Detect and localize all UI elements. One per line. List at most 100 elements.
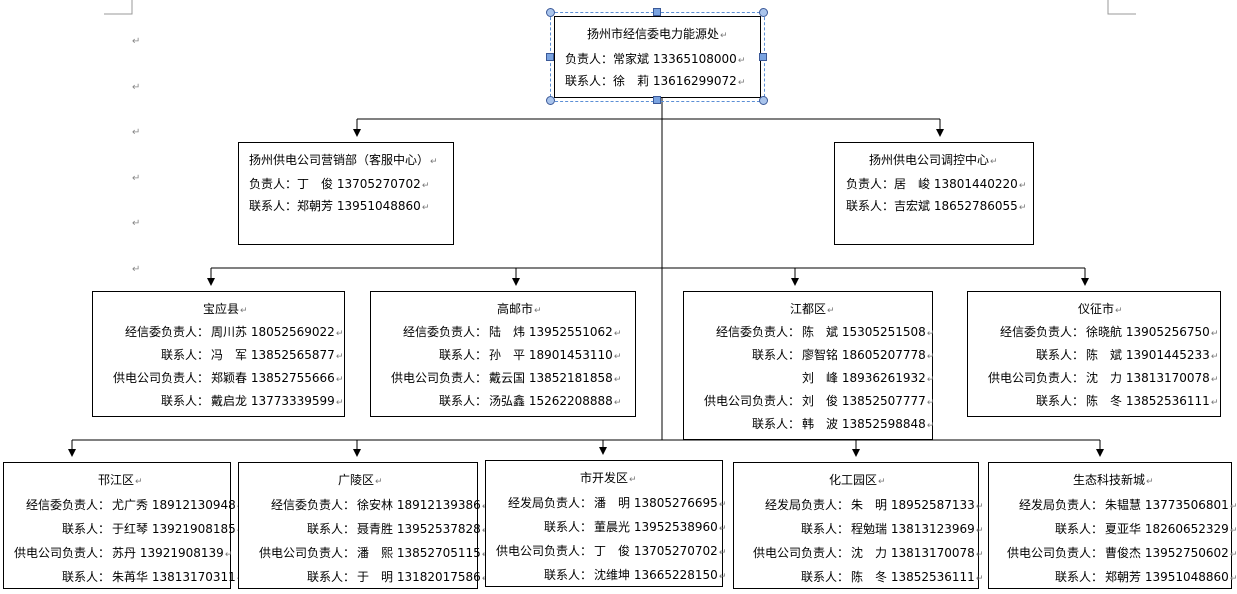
box-line-label: 联系人：	[751, 417, 800, 431]
box-line-label: 联系人：	[751, 348, 800, 362]
box-line-value: 周川苏 18052569022↵	[211, 325, 344, 339]
box-line-label: 联系人：	[61, 522, 110, 536]
box-line-value: 沈 力 13813170078↵	[1086, 371, 1219, 385]
box-line-label: 联系人：	[800, 570, 849, 584]
box-baoying[interactable]: 宝应县↵经信委负责人：周川苏 18052569022↵联系人：冯 军 13852…	[92, 291, 345, 417]
box-huagong[interactable]: 化工园区↵经发局负责人：朱 明 18952587133↵联系人：程勉瑞 1381…	[733, 462, 983, 589]
box-line-label: 供电公司负责人：	[1006, 546, 1103, 560]
box-line-label: 供电公司负责人：	[987, 371, 1084, 385]
resize-handle[interactable]	[759, 8, 768, 17]
box-title: 化工园区↵	[829, 473, 886, 487]
box-line-label: 供电公司负责人：	[13, 546, 110, 560]
box-line-value: 沈 力 13813170078↵	[851, 546, 984, 560]
box-line-label: 经信委负责人：	[999, 325, 1084, 339]
box-line-label: 联系人：	[438, 348, 487, 362]
box-line-value: 汤弘鑫 15262208888↵	[489, 394, 622, 408]
box-line-label: 联系人：	[306, 522, 355, 536]
box-jiangdu[interactable]: 江都区↵经信委负责人：陈 斌 15305251508↵联系人：廖智铭 18605…	[683, 291, 935, 440]
box-line-label: 供电公司负责人：	[495, 544, 592, 558]
resize-handle[interactable]	[653, 96, 661, 104]
resize-handle[interactable]	[759, 53, 767, 61]
page-corner-mark-left	[104, 0, 133, 15]
box-title: 邗江区↵	[98, 473, 143, 487]
box-line-value: 丁 俊 13705270702↵	[594, 544, 727, 558]
paragraph-mark-5: ↵	[132, 218, 141, 229]
paragraph-mark-2: ↵	[132, 82, 141, 93]
box-hanjiang[interactable]: 邗江区↵经信委负责人：尤广秀 18912130948↵联系人：于红琴 13921…	[3, 462, 244, 589]
box-line-value: 潘 熙 13852705115↵	[357, 546, 489, 560]
box-line-value: 刘 峰 18936261932↵	[802, 371, 935, 385]
box-line-value: 陈 斌 15305251508↵	[802, 325, 935, 339]
box-line-label: 联系人：	[1054, 522, 1103, 536]
resize-handle[interactable]	[546, 96, 555, 105]
resize-handle[interactable]	[653, 8, 661, 16]
box-shengtai[interactable]: 生态科技新城↵经发局负责人：朱韫慧 13773506801↵联系人：夏亚华 18…	[988, 462, 1237, 589]
box-line-label: 经信委负责人：	[124, 325, 209, 339]
box-line-label: 联系人：	[306, 570, 355, 584]
box-line-label: 供电公司负责人：	[703, 394, 800, 408]
box-line-label: 联系人：	[1035, 394, 1084, 408]
box-line-value: 陆 炜 13952551062↵	[489, 325, 622, 339]
resize-handle[interactable]	[546, 53, 554, 61]
box-line-label: 供电公司负责人：	[112, 371, 209, 385]
box-line-value: 陈 冬 13852536111↵	[851, 570, 984, 584]
box-line-value: 朱韫慧 13773506801↵	[1105, 498, 1237, 512]
box-line-value: 尤广秀 18912130948↵	[112, 498, 244, 512]
resize-handle[interactable]	[759, 96, 768, 105]
box-line-value: 聂青胜 13952537828↵	[357, 522, 489, 536]
box-line-value: 徐安林 18912139386↵	[357, 498, 489, 512]
resize-handle[interactable]	[546, 8, 555, 17]
box-line-label: 联系人：	[438, 394, 487, 408]
box-title: 扬州市经信委电力能源处↵	[587, 27, 728, 41]
box-line-value: 徐晓航 13905256750↵	[1086, 325, 1219, 339]
box-title: 扬州供电公司调控中心↵	[869, 153, 998, 167]
box-line-value: 冯 军 13852565877↵	[211, 348, 344, 362]
box-marketing-dept[interactable]: 扬州供电公司营销部（客服中心）↵ 负责人：丁 俊 13705270702↵ 联系…	[238, 142, 454, 245]
box-line-value: 郑颖春 13852755666↵	[211, 371, 344, 385]
box-energy-office[interactable]: 扬州市经信委电力能源处↵ 负责人：常家斌 13365108000↵ 联系人：徐 …	[554, 16, 761, 98]
box-line-label: 联系人：	[543, 520, 592, 534]
box-line-label: 联系人：	[160, 348, 209, 362]
box-line-label: 联系人：	[1054, 570, 1103, 584]
box-line-value: 廖智铭 18605207778↵	[802, 348, 935, 362]
box-line-value: 夏亚华 18260652329↵	[1105, 522, 1237, 536]
box-line-value: 于红琴 13921908185↵	[112, 522, 244, 536]
box-line-value: 朱 明 18952587133↵	[851, 498, 984, 512]
box-line: 负责人：居 峻 13801440220↵	[846, 177, 1027, 191]
box-line-label: 经发局负责人：	[507, 496, 592, 510]
box-line-value: 韩 波 13852598848↵	[802, 417, 935, 431]
box-dispatch-center[interactable]: 扬州供电公司调控中心↵ 负责人：居 峻 13801440220↵ 联系人：吉宏斌…	[834, 142, 1034, 245]
box-line-label: 供电公司负责人：	[390, 371, 487, 385]
box-line-label: 联系人：	[543, 568, 592, 582]
box-guangling[interactable]: 广陵区↵经信委负责人：徐安林 18912139386↵联系人：聂青胜 13952…	[238, 462, 489, 589]
box-line-value: 郑朝芳 13951048860↵	[1105, 570, 1237, 584]
page-corner-mark-right	[1107, 0, 1136, 15]
box-line-value: 董晨光 13952538960↵	[594, 520, 727, 534]
box-line-label: 联系人：	[1035, 348, 1084, 362]
box-line: 联系人：吉宏斌 18652786055↵	[846, 199, 1027, 213]
box-line-value: 曹俊杰 13952750602↵	[1105, 546, 1237, 560]
paragraph-mark-4: ↵	[132, 173, 141, 184]
box-line: 负责人：常家斌 13365108000↵	[565, 52, 746, 66]
box-line: 联系人：徐 莉 13616299072↵	[565, 74, 746, 88]
box-title: 市开发区↵	[580, 471, 637, 485]
box-line-label: 联系人：	[61, 570, 110, 584]
paragraph-mark-6: ↵	[132, 264, 141, 275]
box-title: 高邮市↵	[497, 302, 542, 316]
box-gaoyou[interactable]: 高邮市↵经信委负责人：陆 炜 13952551062↵联系人：孙 平 18901…	[370, 291, 636, 417]
box-title: 扬州供电公司营销部（客服中心）↵	[249, 153, 438, 167]
box-line-value: 程勉瑞 13813123969↵	[851, 522, 984, 536]
box-yizheng[interactable]: 仪征市↵经信委负责人：徐晓航 13905256750↵联系人：陈 斌 13901…	[967, 291, 1221, 417]
box-line-value: 孙 平 18901453110↵	[489, 348, 622, 362]
box-line-label: 联系人：	[160, 394, 209, 408]
box-title: 宝应县↵	[203, 302, 248, 316]
box-line-label: 经信委负责人：	[715, 325, 800, 339]
box-line-value: 戴云国 13852181858↵	[489, 371, 622, 385]
box-line-label: 供电公司负责人：	[258, 546, 355, 560]
box-line: 负责人：丁 俊 13705270702↵	[249, 177, 430, 191]
box-line-label: 经信委负责人：	[25, 498, 110, 512]
box-line-label: 经信委负责人：	[402, 325, 487, 339]
box-line-value: 陈 斌 13901445233↵	[1086, 348, 1219, 362]
box-kaifaqu[interactable]: 市开发区↵经发局负责人：潘 明 13805276695↵联系人：董晨光 1395…	[485, 460, 727, 587]
